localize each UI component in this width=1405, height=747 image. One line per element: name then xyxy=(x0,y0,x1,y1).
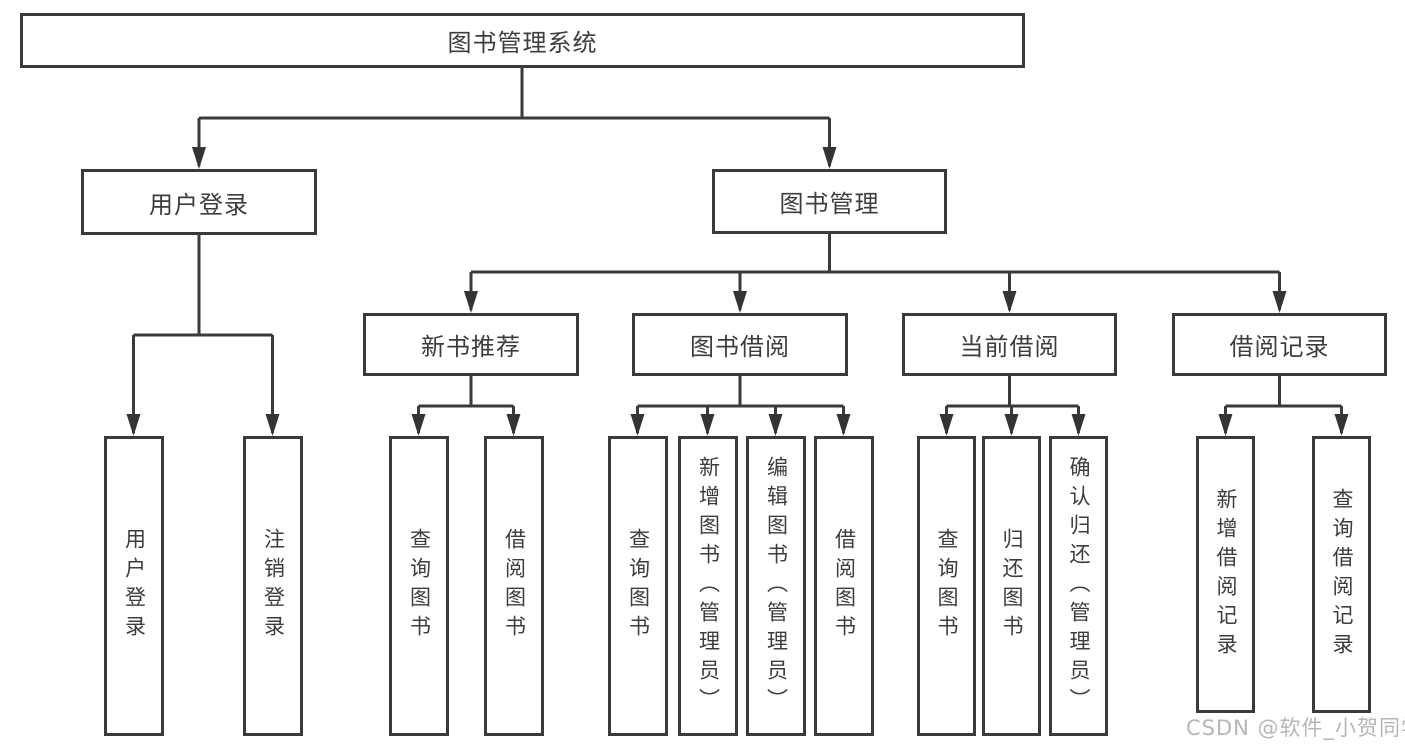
leaf-query-borrow-record-label: 查询借阅记录 xyxy=(1330,487,1354,662)
node-current-borrow-label: 当前借阅 xyxy=(959,333,1060,361)
leaf-add-books-admin: 新增图书（管理员） xyxy=(678,436,738,736)
leaf-borrow-books-label: 借阅图书 xyxy=(832,528,857,644)
leaf-recommend-borrow-books-label: 借阅图书 xyxy=(502,528,527,644)
node-user-login-branch: 用户登录 xyxy=(81,169,317,235)
leaf-logout: 注销登录 xyxy=(243,436,303,736)
node-library-system-label: 图书管理系统 xyxy=(447,29,598,57)
node-current-borrow: 当前借阅 xyxy=(902,313,1117,376)
node-new-book-recommend: 新书推荐 xyxy=(363,313,579,376)
node-library-system: 图书管理系统 xyxy=(20,13,1025,68)
leaf-add-borrow-record-label: 新增借阅记录 xyxy=(1214,487,1238,662)
leaf-confirm-return-admin: 确认归还（管理员） xyxy=(1049,436,1108,736)
leaf-logout-label: 注销登录 xyxy=(261,528,286,644)
node-book-management: 图书管理 xyxy=(712,169,947,234)
node-borrow-records-label: 借阅记录 xyxy=(1229,333,1330,361)
node-user-login-branch-label: 用户登录 xyxy=(149,190,249,219)
leaf-query-borrow-record: 查询借阅记录 xyxy=(1312,436,1371,713)
leaf-edit-books-admin: 编辑图书（管理员） xyxy=(746,436,806,736)
leaf-current-query-books: 查询图书 xyxy=(917,436,976,736)
node-borrow-records: 借阅记录 xyxy=(1172,313,1387,376)
node-book-borrow: 图书借阅 xyxy=(632,313,848,376)
node-new-book-recommend-label: 新书推荐 xyxy=(421,333,521,361)
leaf-add-books-admin-label: 新增图书（管理员） xyxy=(696,455,721,717)
leaf-user-login-label: 用户登录 xyxy=(122,528,147,644)
leaf-recommend-query-books-label: 查询图书 xyxy=(407,528,432,644)
leaf-borrow-books: 借阅图书 xyxy=(814,436,874,736)
leaf-return-books-label: 归还图书 xyxy=(1000,528,1024,644)
leaf-return-books: 归还图书 xyxy=(982,436,1041,736)
node-book-borrow-label: 图书借阅 xyxy=(690,333,790,361)
leaf-current-query-books-label: 查询图书 xyxy=(935,528,959,644)
leaf-add-borrow-record: 新增借阅记录 xyxy=(1196,436,1255,713)
leaf-borrow-query-books: 查询图书 xyxy=(608,436,668,736)
leaf-confirm-return-admin-label: 确认归还（管理员） xyxy=(1067,455,1091,717)
csdn-watermark: CSDN @软件_小贺同学 xyxy=(1186,716,1405,740)
leaf-edit-books-admin-label: 编辑图书（管理员） xyxy=(764,455,789,717)
leaf-recommend-query-books: 查询图书 xyxy=(389,436,449,736)
node-book-management-label: 图书管理 xyxy=(779,190,880,218)
leaf-user-login: 用户登录 xyxy=(104,436,164,736)
leaf-recommend-borrow-books: 借阅图书 xyxy=(484,436,544,736)
leaf-borrow-query-books-label: 查询图书 xyxy=(626,528,651,644)
